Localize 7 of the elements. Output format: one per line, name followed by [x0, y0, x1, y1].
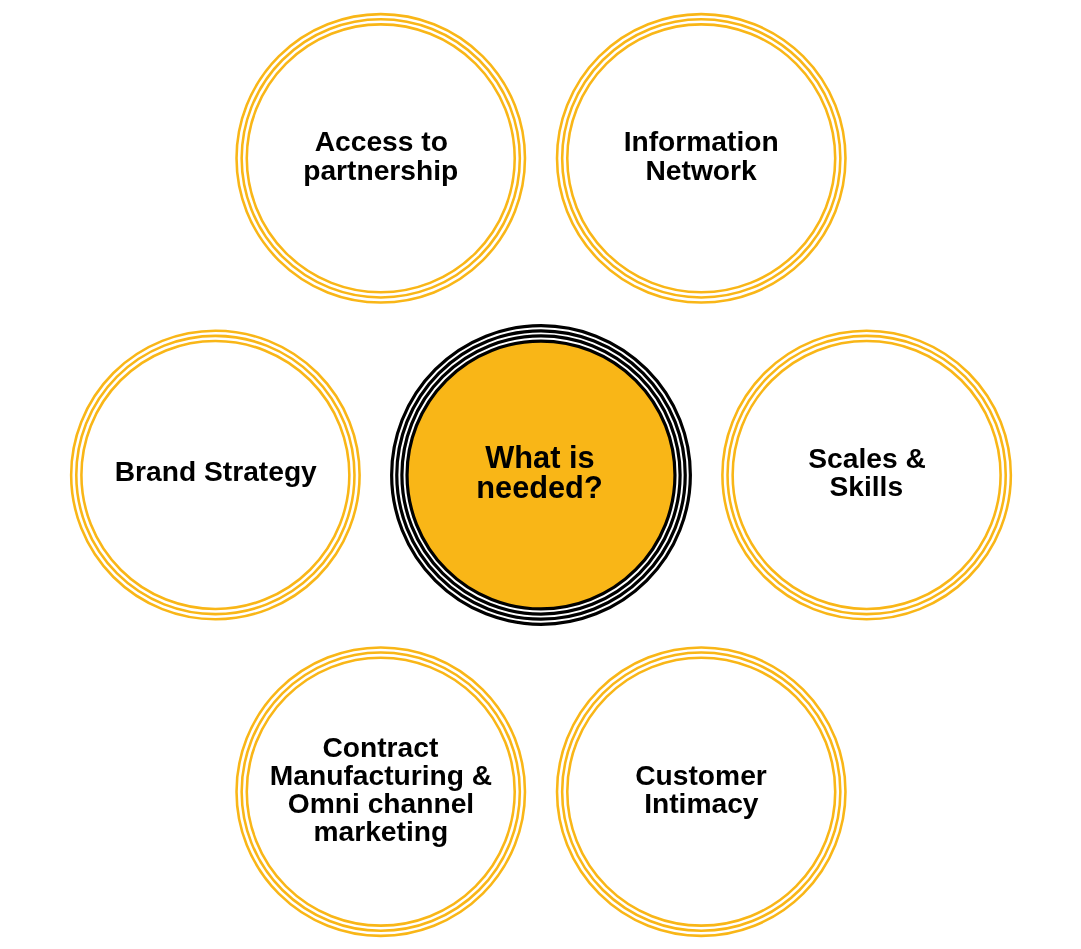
node-circle: What is needed?	[389, 323, 692, 626]
node-circle: Contract Manufacturing & Omni channel marketing	[234, 645, 526, 937]
node-circle: Access to partnership	[234, 12, 526, 304]
node-circle: Information Network	[555, 12, 847, 304]
node-circle: Brand Strategy	[69, 329, 361, 620]
node-circle: Customer Intimacy	[555, 645, 847, 937]
node-circle: Scales & Skills	[720, 329, 1012, 620]
